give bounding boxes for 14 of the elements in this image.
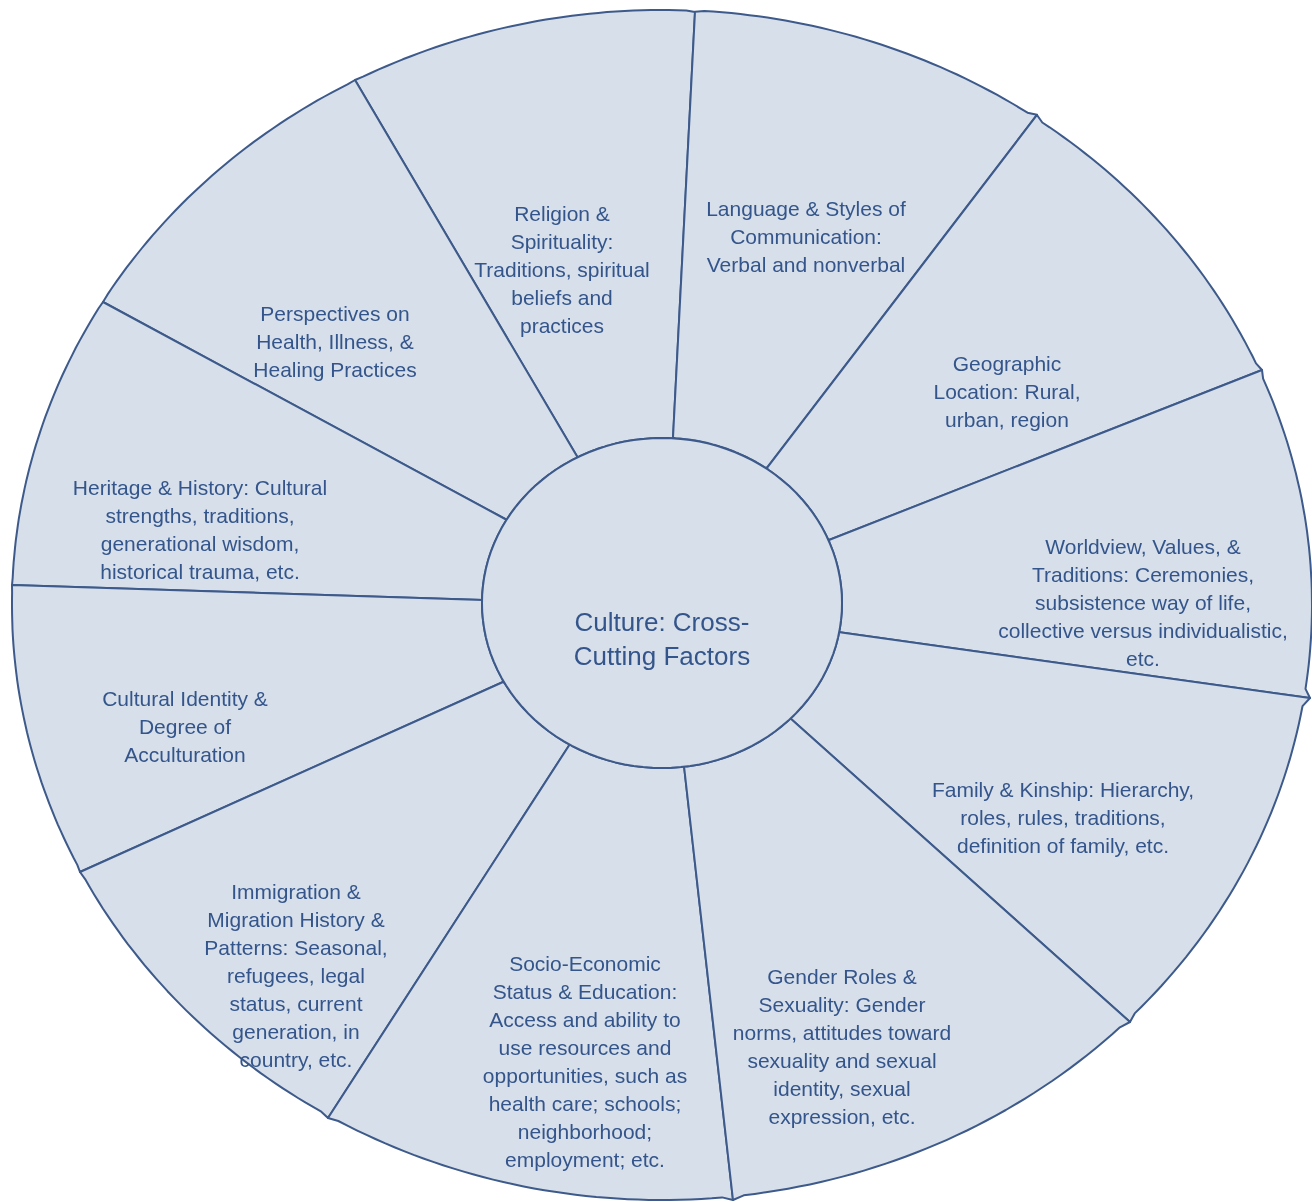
segment-text: Cultural Identity & Degree of Acculturation [101, 686, 269, 768]
wheel-segment [11, 584, 504, 873]
segment-text: Gender Roles & Sexuality: Gender norms, attitudes toward sexuality and sexual identity, sexual expression, etc. [731, 964, 953, 1130]
wheel-segment [11, 301, 508, 601]
segment-text: Heritage & History: Cultural strengths, traditions, generational wisdom, historical trauma, etc. [71, 475, 329, 585]
segment-text: Worldview, Values, & Traditions: Ceremonies, subsistence way of life, collective versus individualistic, etc. [998, 534, 1288, 672]
segment-text: Religion & Spirituality: Traditions, spiritual beliefs and practices [473, 201, 651, 339]
segment-text: Family & Kinship: Hierarchy, roles, rules, traditions, definition of family, etc. [930, 777, 1196, 859]
center-title: Culture: Cross-Cutting Factors [572, 606, 752, 673]
segment-text: Socio-Economic Status & Education: Access and ability to use resources and opportunities, such as health care; schools; neighborhood; employment; etc. [481, 951, 689, 1173]
segment-text: Geographic Location: Rural, urban, region [932, 351, 1082, 433]
segment-text: Perspectives on Health, Illness, & Healing Practices [252, 301, 418, 383]
segment-text: Immigration & Migration History & Patterns: Seasonal, refugees, legal status, current generation, in country, etc. [203, 879, 389, 1073]
segment-text: Language & Styles of Communication: Verbal and nonverbal [706, 196, 906, 278]
